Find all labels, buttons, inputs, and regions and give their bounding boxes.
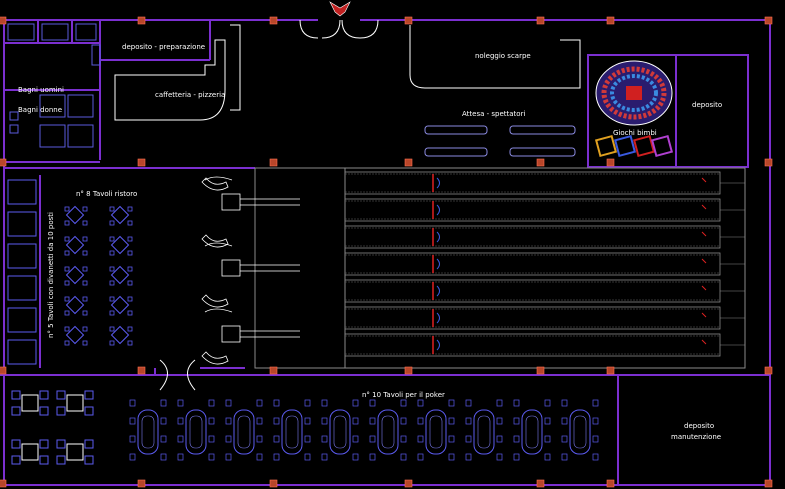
dining-table: [64, 295, 88, 316]
ball-return: [204, 242, 300, 277]
poker-table: [321, 399, 359, 461]
dining-table: [64, 265, 88, 286]
lane: [344, 252, 745, 276]
label-bagni-uomini: Bagni uomini: [18, 86, 64, 94]
booth-tables: [7, 179, 37, 365]
lane: [344, 333, 745, 357]
label-tavoli-divanetti: n° 5 Tavoli con divanetti da 10 posti: [47, 212, 55, 338]
lounge-table: [56, 390, 94, 416]
column: [536, 366, 545, 375]
column: [0, 366, 7, 375]
lane-area: [254, 167, 746, 369]
poker-table: [465, 399, 503, 461]
lane: [344, 225, 745, 249]
poker-table: [369, 399, 407, 461]
dining-tables: [64, 205, 133, 346]
dining-table: [109, 205, 133, 226]
column: [269, 479, 278, 488]
column: [137, 158, 146, 167]
poker-tables: [129, 399, 599, 461]
poker-table: [561, 399, 599, 461]
column: [606, 366, 615, 375]
column: [0, 158, 7, 167]
ball-return: [204, 176, 300, 211]
shoe-rental: [409, 25, 581, 89]
dining-table: [64, 325, 88, 346]
dining-partition: [4, 167, 255, 368]
column: [0, 16, 7, 25]
poker-table: [417, 399, 455, 461]
column: [764, 16, 773, 25]
lane-seat: [201, 351, 229, 365]
column: [764, 158, 773, 167]
structural-columns: [0, 16, 773, 488]
lane: [344, 306, 745, 330]
column: [404, 479, 413, 488]
column: [269, 16, 278, 25]
dining-table: [109, 295, 133, 316]
bottom-door: [159, 359, 196, 391]
ball-returns: [201, 176, 300, 365]
column: [0, 479, 7, 488]
column: [764, 479, 773, 488]
label-deposito-preparazione: deposito - preparazione: [122, 43, 205, 51]
label-deposito-manutenzione-2: manutenzione: [671, 433, 721, 441]
label-giochi: Giochi bimbi: [613, 129, 657, 137]
column: [137, 16, 146, 25]
ball-return: [204, 308, 300, 343]
column: [606, 16, 615, 25]
poker-table: [273, 399, 311, 461]
column: [404, 158, 413, 167]
label-deposito-manutenzione-1: deposito: [684, 422, 714, 430]
dining-table: [109, 265, 133, 286]
dining-table: [109, 235, 133, 256]
lane: [344, 279, 745, 303]
dining-table: [64, 205, 88, 226]
column: [269, 158, 278, 167]
lounge-tables: [11, 390, 94, 465]
column: [404, 16, 413, 25]
top-left-rooms: [4, 20, 211, 163]
column: [606, 158, 615, 167]
lounge-table: [11, 439, 49, 465]
logo-icon: [329, 1, 351, 17]
label-tavoli-ristoro: n° 8 Tavoli ristoro: [76, 190, 137, 198]
dining-table: [64, 235, 88, 256]
lounge-table: [11, 390, 49, 416]
column: [536, 158, 545, 167]
column: [137, 366, 146, 375]
cafe-counter: [114, 24, 241, 121]
lane-seat: [201, 177, 229, 191]
poker-table: [225, 399, 263, 461]
poker-table: [177, 399, 215, 461]
bowling-lanes: [344, 171, 745, 357]
column: [269, 366, 278, 375]
lane: [344, 198, 745, 222]
column: [536, 479, 545, 488]
restroom-fixtures: [7, 23, 101, 148]
waiting-benches: [424, 125, 576, 157]
right-rooms: [587, 54, 749, 168]
column: [137, 479, 146, 488]
lane-seat: [201, 294, 229, 308]
lane: [344, 171, 745, 195]
label-attesa: Attesa - spettatori: [462, 110, 525, 118]
poker-table: [513, 399, 551, 461]
label-deposito: deposito: [692, 101, 722, 109]
poker-table: [129, 399, 167, 461]
label-bagni-donne: Bagni donne: [18, 106, 62, 114]
entrance-doors: [299, 19, 379, 39]
column: [606, 479, 615, 488]
label-tavoli-poker: n° 10 Tavoli per il poker: [362, 391, 445, 399]
column: [536, 16, 545, 25]
column: [404, 366, 413, 375]
play-area: [594, 60, 674, 158]
dining-table: [109, 325, 133, 346]
label-noleggio: noleggio scarpe: [475, 52, 531, 60]
label-caffetteria: caffetteria - pizzeria: [155, 91, 225, 99]
column: [764, 366, 773, 375]
lounge-table: [56, 439, 94, 465]
lane-seat: [201, 234, 229, 248]
